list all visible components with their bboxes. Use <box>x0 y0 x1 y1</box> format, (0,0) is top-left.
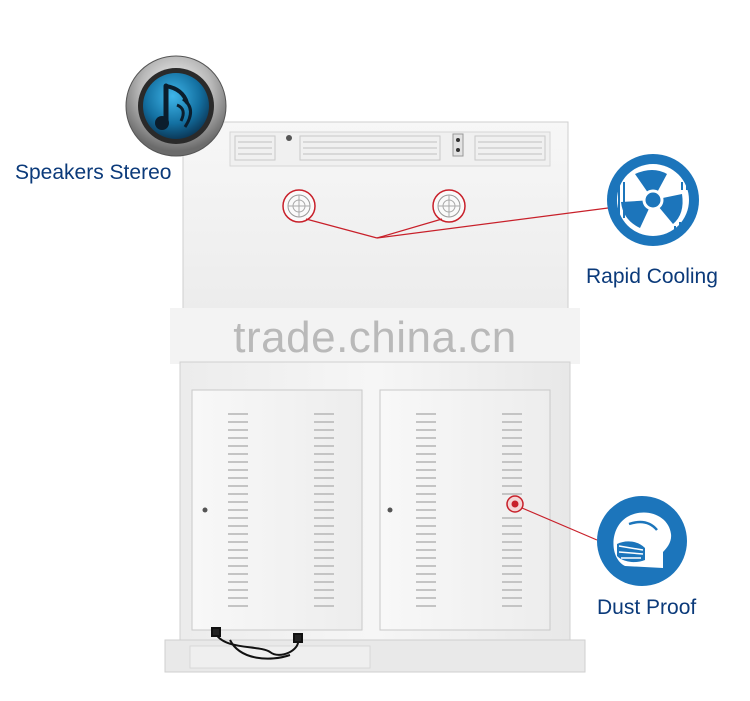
dust-filter-marker <box>506 495 524 513</box>
power-cable <box>211 627 303 660</box>
dust-proof-label: Dust Proof <box>597 596 697 619</box>
speakers-stereo-label: Speakers Stereo <box>15 161 172 184</box>
upper-housing <box>182 121 569 313</box>
fan-right <box>432 189 466 223</box>
door-louvres <box>228 413 522 607</box>
callout-lines <box>305 207 609 541</box>
watermark-text: trade.china.cn <box>233 313 517 362</box>
cabinet-base <box>164 639 586 673</box>
fan-icon <box>607 154 699 246</box>
mask-face-icon <box>597 496 687 586</box>
speaker-icon <box>125 55 227 157</box>
watermark-band <box>170 308 580 364</box>
fan-left <box>282 189 316 223</box>
rapid-cooling-label: Rapid Cooling <box>586 265 718 288</box>
